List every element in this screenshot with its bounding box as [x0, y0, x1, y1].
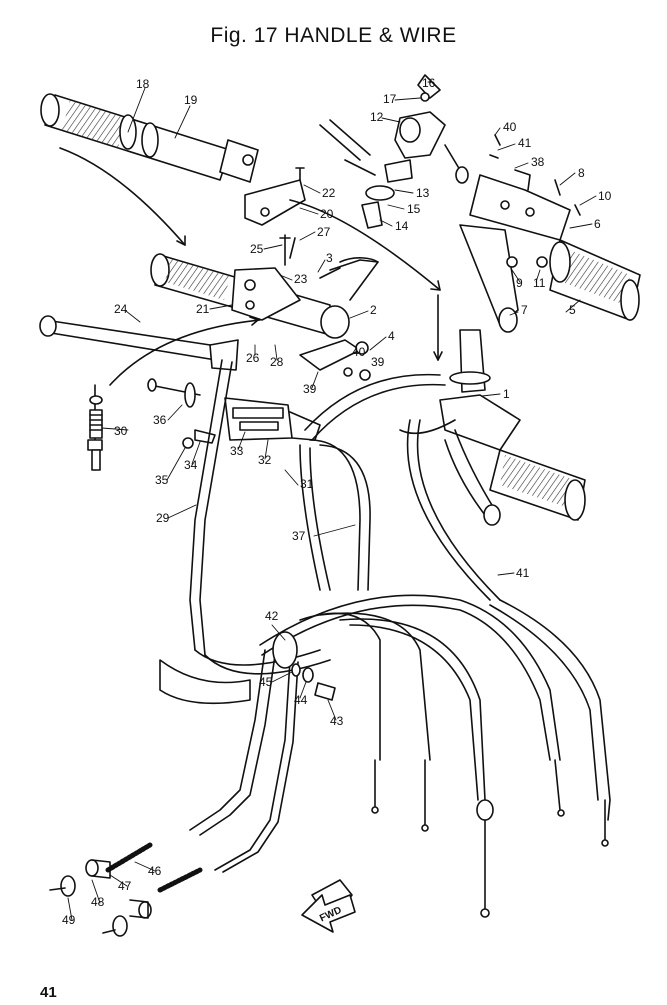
label-35: 35: [155, 473, 169, 487]
label-12: 12: [370, 110, 384, 124]
label-45: 44: [294, 693, 308, 707]
page-number: 41: [40, 984, 57, 1001]
label-42: 41: [516, 566, 530, 580]
cable-ends: [371, 759, 609, 918]
label-1: 1: [503, 387, 510, 401]
label-39: 39: [303, 382, 317, 396]
label-3: 3: [326, 251, 333, 265]
label-41b: 40: [352, 345, 366, 359]
center-handlebar-assembly: [150, 167, 379, 381]
label-27: 27: [317, 225, 331, 239]
switch-housing: [147, 378, 321, 449]
label-25: 25: [250, 242, 264, 256]
label-5: 5: [569, 303, 576, 317]
label-40: 40: [503, 120, 517, 134]
label-49: 48: [91, 895, 105, 909]
label-15: 15: [407, 202, 421, 216]
label-30: 30: [114, 424, 128, 438]
label-22: 22: [322, 186, 336, 200]
label-10: 10: [598, 189, 612, 203]
label-44: 43: [330, 714, 344, 728]
label-31: 31: [300, 477, 314, 491]
label-19: 19: [184, 93, 198, 107]
top-left-grip: [40, 93, 259, 246]
label-33: 33: [230, 444, 244, 458]
label-11: 11: [533, 276, 546, 290]
label-20: 20: [320, 207, 334, 221]
lower-right-handlebar: [304, 329, 586, 601]
leader-lines: [67, 81, 597, 921]
label-17: 17: [383, 92, 397, 106]
label-29: 29: [156, 511, 170, 525]
label-23: 23: [294, 272, 308, 286]
label-7: 7: [521, 303, 528, 317]
right-grip-brake: [289, 134, 641, 361]
label-13: 13: [416, 186, 430, 200]
label-28: 28: [270, 355, 284, 369]
cable-adjuster: [87, 384, 103, 471]
label-9: 9: [516, 276, 523, 290]
part-labels: 18 19 16 17 12 40 41 38 8 10 6 13 15 14 …: [62, 76, 612, 927]
label-26: 26: [246, 351, 260, 365]
label-14: 14: [395, 219, 409, 233]
cables: [159, 359, 611, 873]
label-50: 49: [62, 913, 76, 927]
label-46: 45: [259, 675, 273, 689]
label-38: 38: [531, 155, 545, 169]
label-18: 18: [136, 77, 150, 91]
fwd-arrow: FWD: [301, 894, 356, 933]
label-32: 32: [258, 453, 272, 467]
label-2: 2: [370, 303, 377, 317]
figure-title: Fig. 17 HANDLE & WIRE: [210, 24, 457, 47]
label-43: 42: [265, 609, 279, 623]
label-41: 41: [518, 136, 532, 150]
label-37: 37: [292, 529, 306, 543]
label-6: 6: [594, 217, 601, 231]
label-16: 16: [422, 76, 436, 90]
label-40b: 39: [371, 355, 385, 369]
label-24: 24: [114, 302, 128, 316]
label-34: 34: [184, 458, 198, 472]
label-36: 36: [153, 413, 167, 427]
label-4: 4: [388, 329, 395, 343]
label-21: 21: [196, 302, 210, 316]
top-right-switch: [319, 74, 469, 229]
clutch-lever: [39, 315, 261, 386]
label-8: 8: [578, 166, 585, 180]
